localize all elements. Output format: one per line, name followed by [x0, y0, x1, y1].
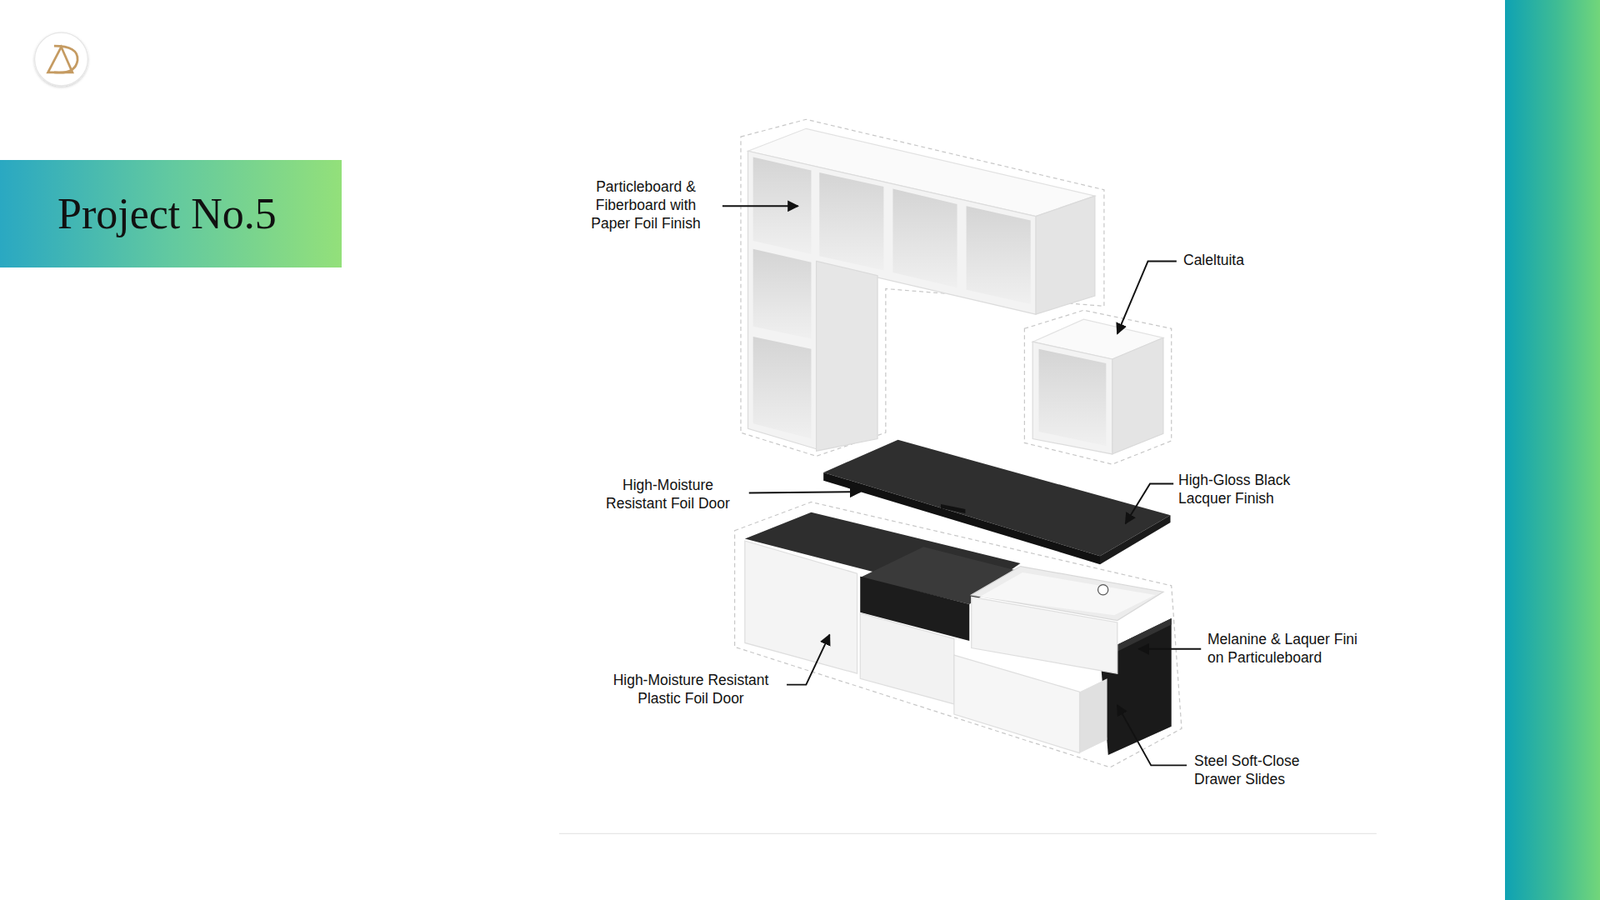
title-banner: Project No.5	[0, 160, 342, 268]
callout-label: Caleltuita	[1183, 251, 1300, 270]
side-gradient-bar	[1505, 0, 1600, 900]
divider-line	[559, 833, 1377, 835]
callout-label: High-Moisture Resistant Plastic Foil Doo…	[603, 671, 779, 709]
cube-shelf	[1032, 319, 1164, 455]
tv-base-cabinet	[745, 512, 1172, 755]
leader-line	[722, 205, 1201, 765]
dashed-outline	[735, 119, 1182, 768]
callout-label: Melanine & Laquer Fini on Particuleboard	[1207, 630, 1375, 668]
callout-label: High-Gloss Black Lacquer Finish	[1178, 471, 1305, 509]
callout-label: Particleboard & Fiberboard with Paper Fo…	[577, 178, 715, 234]
callout-label: High-Moisture Resistant Foil Door	[594, 476, 742, 514]
slide-title: Project No.5	[57, 160, 277, 268]
logo	[35, 32, 89, 86]
callout-label: Steel Soft-Close Drawer Slides	[1194, 752, 1321, 790]
